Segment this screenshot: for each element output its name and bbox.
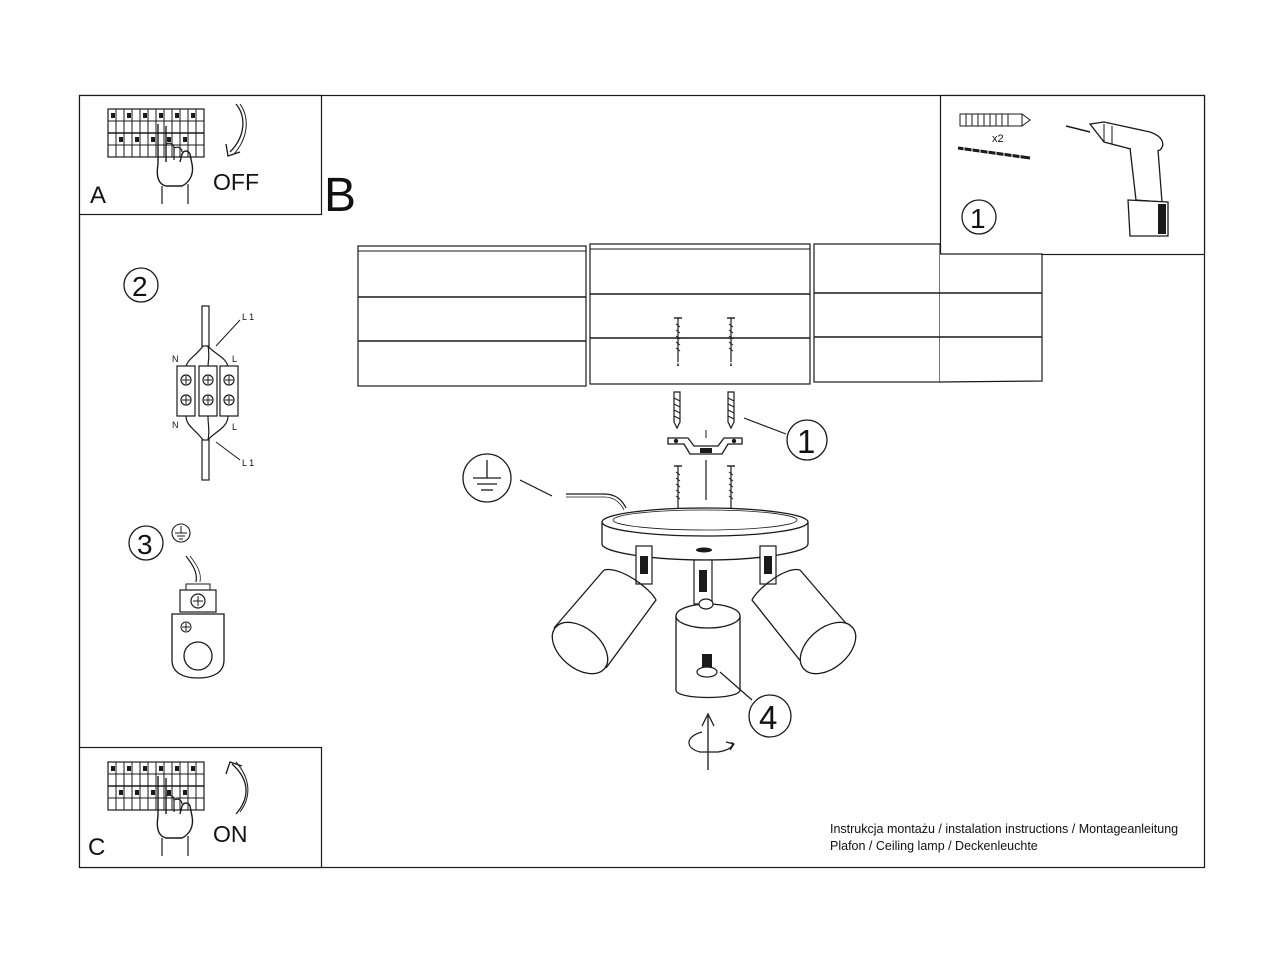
step-2-number: 2 <box>132 271 148 302</box>
spotlight-right <box>751 545 857 675</box>
step-3-number: 3 <box>137 529 153 560</box>
panel-c-letter: C <box>88 834 105 861</box>
ground-symbol-icon <box>171 523 191 543</box>
mounting-hardware: 1 <box>667 317 828 515</box>
wire-label-n-top: N <box>172 354 179 364</box>
wire-label-l-bottom: L <box>232 422 237 432</box>
panel-a-action: OFF <box>213 169 259 195</box>
curved-arrow-icon <box>225 103 244 157</box>
panel-b-letter: B <box>324 169 356 222</box>
wire-label-l1-bottom: L 1 <box>242 458 254 468</box>
rotate-arrow-icon <box>688 712 735 770</box>
wall-plug-icon <box>727 391 735 429</box>
panel-a-letter: A <box>90 182 106 209</box>
ground-wire <box>566 493 627 509</box>
spotlight-center <box>675 559 753 701</box>
circuit-breaker-icon <box>107 761 205 811</box>
footer-line-1: Instrukcja montażu / instalation instruc… <box>830 822 1179 836</box>
screw-icon <box>726 465 736 515</box>
step-4-badge <box>748 694 792 738</box>
step-2-badge <box>123 267 159 303</box>
screw-icon <box>673 465 683 515</box>
panel-c: C ON <box>78 746 323 869</box>
screw-icon <box>957 146 1031 160</box>
spotlight-left <box>551 545 657 675</box>
step-4-number: 4 <box>759 699 777 736</box>
tools-box: x2 1 <box>939 94 1206 256</box>
wire-label-l-top: L <box>232 354 237 364</box>
quantity-label: x2 <box>992 133 1004 145</box>
step-1-mount-number: 1 <box>797 423 815 460</box>
step-1-badge <box>961 199 997 235</box>
mounting-bracket <box>667 437 743 455</box>
panel-c-action: ON <box>213 821 248 847</box>
ground-terminal: 3 <box>128 523 225 679</box>
step-1-number: 1 <box>970 203 986 234</box>
panel-a: A OFF <box>78 94 323 216</box>
footer-line-2: Plafon / Ceiling lamp / Deckenleuchte <box>830 839 1038 853</box>
footer-caption: Instrukcja montażu / instalation instruc… <box>830 821 1178 855</box>
wiring-diagram: 2 L 1 N L N L L 1 <box>123 267 254 481</box>
drill-icon <box>1065 121 1169 237</box>
step-1-mount-badge <box>786 419 828 461</box>
ground-symbol-icon <box>462 453 553 503</box>
ceiling <box>357 243 1043 387</box>
circuit-breaker-icon <box>107 108 205 158</box>
lamp-canopy <box>601 507 809 561</box>
wire-label-l1-top: L 1 <box>242 312 254 322</box>
step-3-badge <box>128 525 164 561</box>
wire-label-n-bottom: N <box>172 420 179 430</box>
wall-plug-icon <box>959 113 1031 127</box>
wall-plug-icon <box>673 391 681 429</box>
